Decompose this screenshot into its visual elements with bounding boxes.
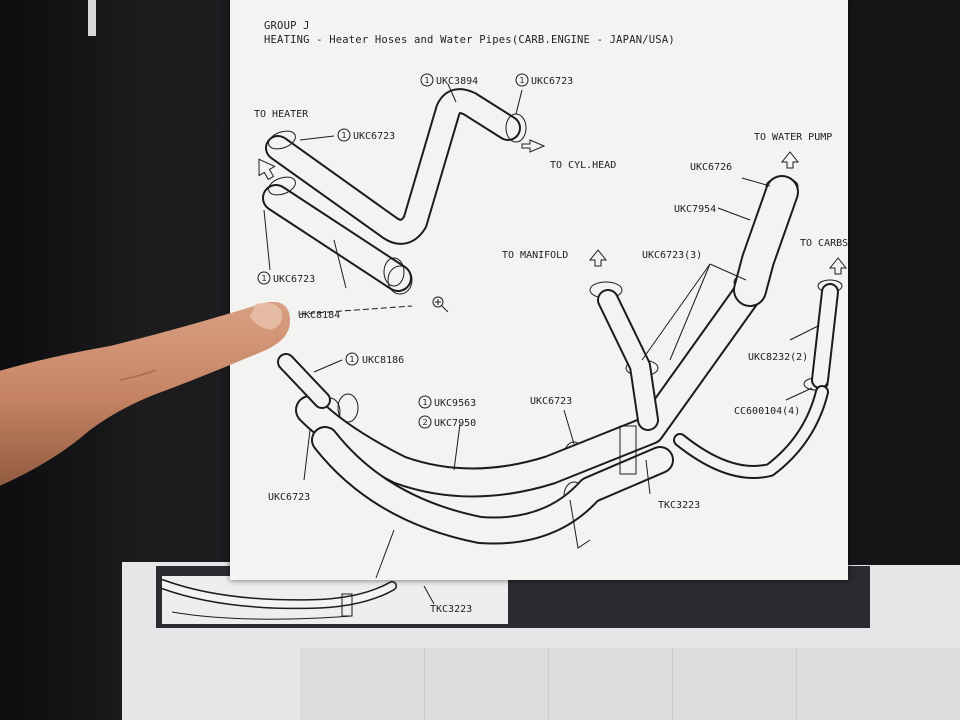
page-title: HEATING - Heater Hoses and Water Pipes(C… <box>264 34 675 46</box>
pointing-finger <box>0 301 290 486</box>
part-label-ukc8232: UKC8232(2) <box>748 352 808 363</box>
part-label-ukc7950: UKC7950 <box>434 418 476 429</box>
svg-text:2: 2 <box>423 418 428 427</box>
callout-to-cyl-head: TO CYL.HEAD <box>550 160 616 171</box>
callout-to-carbs: TO CARBS <box>800 238 848 249</box>
hose-ukc3894 <box>265 88 521 245</box>
thumb-part-label-tkc3223: TKC3223 <box>430 604 472 615</box>
hose-ukc8184 <box>262 184 413 295</box>
part-label-ukc6723-qty3: UKC6723(3) <box>642 250 702 261</box>
svg-text:1: 1 <box>342 131 347 140</box>
flow-arrows <box>258 139 848 275</box>
hose-diagram: 1 1 1 1 1 1 2 UKC3894 UKC6723 TO HEATER … <box>254 73 848 579</box>
qty-badges: 1 1 1 1 1 1 2 <box>257 73 529 429</box>
part-label-ukc8186: UKC8186 <box>362 355 404 366</box>
lower-diagram-thumbnail[interactable]: TKC3223 <box>162 576 508 624</box>
lower-panel <box>300 648 960 720</box>
hose-manifold <box>597 289 659 431</box>
svg-text:1: 1 <box>262 274 267 283</box>
part-label-ukc6726: UKC6726 <box>690 162 732 173</box>
svg-text:1: 1 <box>350 355 355 364</box>
hose-carbs <box>673 283 839 479</box>
part-label-ukc3894: UKC3894 <box>436 76 478 87</box>
part-label-ukc8184: UKC8184 <box>298 310 340 321</box>
panel-divider <box>548 648 549 720</box>
screen-dark-area <box>848 0 960 565</box>
svg-text:1: 1 <box>423 398 428 407</box>
group-heading: GROUP J <box>264 20 310 32</box>
pipe-clamp <box>619 425 637 475</box>
part-label-ukc6723: UKC6723 <box>353 131 395 142</box>
thumbnail-drawing: TKC3223 <box>162 579 472 620</box>
parts-diagram-page: GROUP J HEATING - Heater Hoses and Water… <box>230 0 848 580</box>
part-label-tkc3223: TKC3223 <box>658 500 700 511</box>
part-label-ukc6723: UKC6723 <box>273 274 315 285</box>
bezel-mark <box>88 0 96 36</box>
zoom-cursor-icon <box>432 296 449 313</box>
svg-text:1: 1 <box>520 76 525 85</box>
part-label-ukc7954: UKC7954 <box>674 204 716 215</box>
part-label-ukc6723: UKC6723 <box>530 396 572 407</box>
part-label-ukc6723: UKC6723 <box>531 76 573 87</box>
callout-to-water-pump: TO WATER PUMP <box>754 132 832 143</box>
panel-divider <box>424 648 425 720</box>
panel-divider <box>796 648 797 720</box>
leader-lines <box>263 83 819 579</box>
panel-divider <box>672 648 673 720</box>
svg-text:1: 1 <box>425 76 430 85</box>
main-water-pipes <box>277 275 765 545</box>
part-label-cc600104: CC600104(4) <box>734 406 800 417</box>
part-label-ukc6723: UKC6723 <box>268 492 310 503</box>
pipe-bracket <box>569 499 591 549</box>
callout-to-heater: TO HEATER <box>254 109 309 120</box>
callout-to-manifold: TO MANIFOLD <box>502 250 568 261</box>
hose-water-pump <box>733 175 799 307</box>
part-label-ukc9563: UKC9563 <box>434 398 476 409</box>
